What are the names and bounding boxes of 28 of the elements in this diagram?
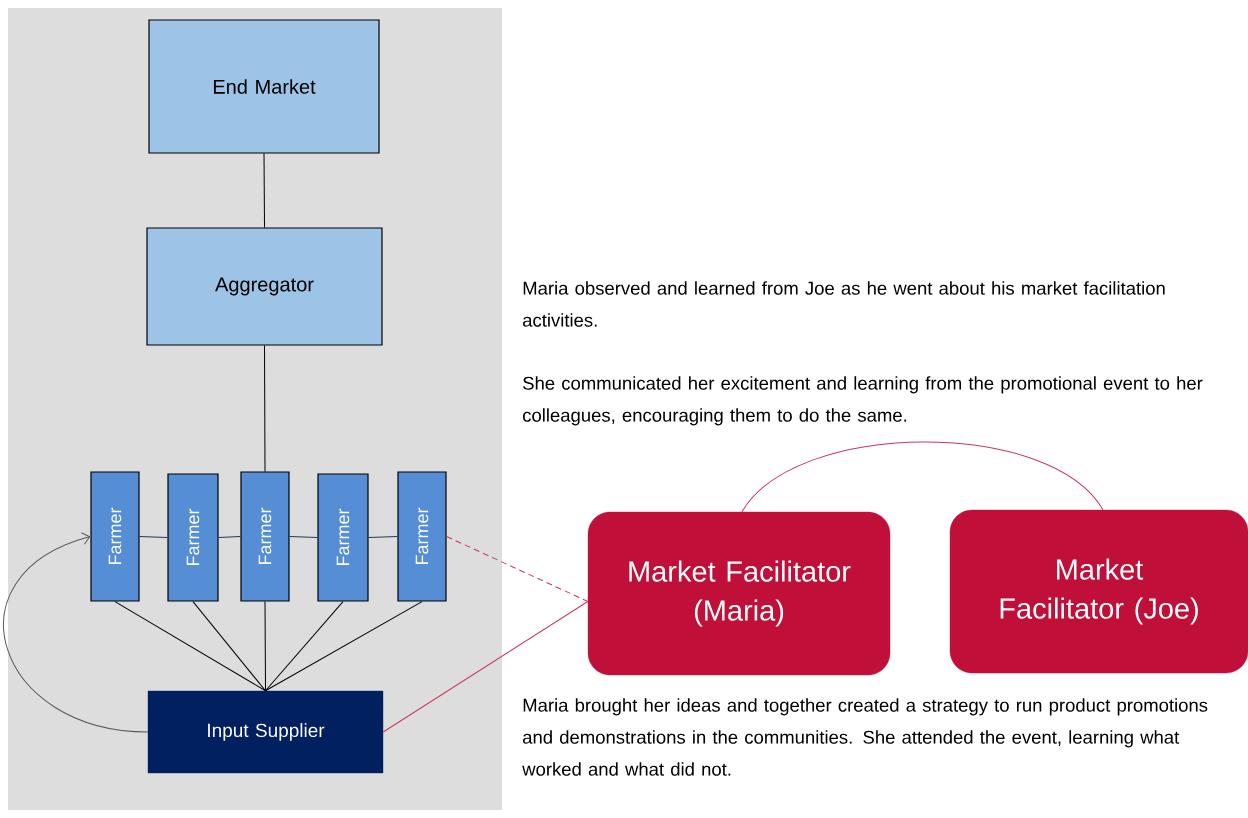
farmer-box: Farmer xyxy=(397,471,447,602)
connector-line xyxy=(289,536,318,538)
market-box: End Market xyxy=(148,19,380,154)
farmer-box: Farmer xyxy=(90,471,140,602)
connector-line xyxy=(114,601,266,692)
market-box: Aggregator xyxy=(146,227,383,346)
facilitator-box: Market Facilitator (Maria) xyxy=(587,511,891,676)
farmer-box: Farmer xyxy=(167,473,219,602)
connector-line xyxy=(139,536,168,538)
facilitator-box: Market Facilitator (Joe) xyxy=(949,509,1248,674)
connector-line xyxy=(265,601,344,692)
connector-line xyxy=(263,153,265,228)
connector-line xyxy=(265,601,423,692)
farmer-box: Farmer xyxy=(317,473,369,602)
connector-line xyxy=(368,536,398,538)
connector-line xyxy=(264,601,266,692)
connector-line xyxy=(192,601,266,692)
arrow xyxy=(3,532,149,733)
connector-line xyxy=(741,441,1104,513)
text-paragraph: Maria observed and learned from Joe as he went about his market facilitation activities. xyxy=(523,281,1165,327)
text-paragraph: Maria brought her ideas and together created a strategy to run product promotions and demonstrations in the communities. She attended the event, learning what worked and what did not. xyxy=(522,698,1208,776)
connector-line xyxy=(264,345,266,472)
text-paragraph: She communicated her excitement and learning from the promotional event to her colleagues, encouraging them to do the same. xyxy=(523,376,1203,426)
connector-line xyxy=(382,601,589,733)
connector-line xyxy=(446,536,589,602)
farmer-box: Farmer xyxy=(240,471,290,602)
supplier-box: Input Supplier xyxy=(147,690,384,774)
connector-line xyxy=(218,536,241,538)
